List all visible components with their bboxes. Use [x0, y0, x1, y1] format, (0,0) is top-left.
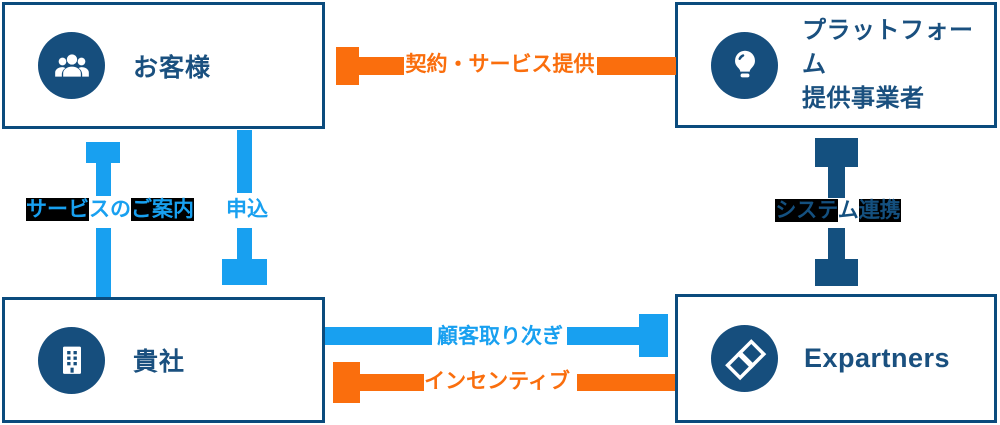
application-arrowhead [222, 259, 267, 285]
box-expartners: Expartners [675, 294, 997, 423]
system-link-shaft-lower [828, 228, 845, 259]
customer-referral-shaft-left [325, 327, 432, 345]
system-link-label: システム連携 [775, 199, 901, 222]
contract-service-shaft-left [359, 57, 404, 75]
people-icon [38, 32, 105, 99]
application-shaft-lower [237, 228, 252, 259]
box-platform-label-line1: プラットフォーム [802, 17, 974, 78]
box-platform-label: プラットフォーム 提供事業者 [802, 14, 994, 116]
system-link-arrowhead-down [815, 259, 858, 286]
customer-referral-arrowhead [639, 314, 668, 357]
box-expartners-label: Expartners [804, 343, 951, 373]
box-customer: お客様 [2, 2, 325, 129]
customer-referral-shaft-right [567, 327, 639, 345]
contract-service-label: 契約・サービス提供 [405, 53, 595, 76]
incentive-shaft-left [360, 374, 424, 391]
service-guide-shaft-upper [96, 163, 111, 196]
contract-service-arrowhead [336, 47, 359, 85]
incentive-shaft-right [577, 374, 675, 391]
incentive-label: インセンティブ [424, 370, 570, 393]
expartners-logo-icon [711, 325, 778, 392]
incentive-arrowhead [333, 362, 360, 403]
system-link-arrowhead-up [815, 138, 858, 167]
system-link-shaft-upper [828, 167, 845, 198]
building-icon [38, 326, 105, 394]
box-customer-label: お客様 [133, 53, 212, 82]
service-guide-arrowhead [86, 142, 120, 163]
service-guide-shaft-lower [96, 228, 111, 297]
contract-service-shaft-right [597, 57, 676, 75]
application-shaft-upper [237, 130, 252, 193]
application-label: 申込 [226, 198, 268, 221]
box-platform-provider: プラットフォーム 提供事業者 [675, 2, 997, 128]
box-platform-label-line2: 提供事業者 [802, 85, 925, 112]
box-your-company: 貴社 [2, 297, 325, 423]
customer-referral-label: 顧客取り次ぎ [437, 325, 563, 348]
box-company-label: 貴社 [133, 348, 186, 376]
lightbulb-icon [711, 31, 778, 99]
service-guide-label: サービスのご案内 [26, 198, 194, 221]
